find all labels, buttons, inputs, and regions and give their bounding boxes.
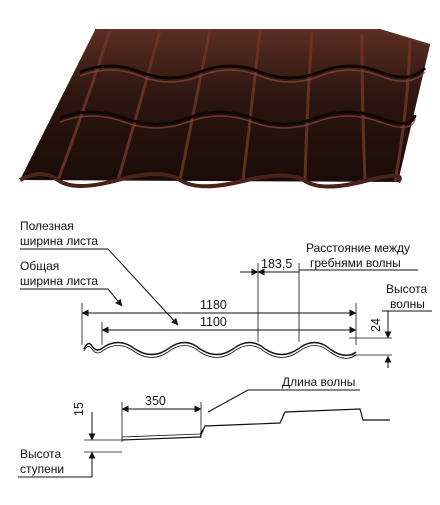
useful-width-leader bbox=[107, 248, 179, 326]
total-width-value: 1180 bbox=[200, 298, 227, 312]
wave-length-label: Длина волны bbox=[282, 375, 355, 389]
step-profile-section: 350 Длина волны 15 Высота ступени bbox=[18, 375, 390, 478]
crest-spacing-label-line1: Расстояние между bbox=[306, 241, 410, 255]
crest-spacing-label-line2: гребнями волны bbox=[310, 256, 401, 270]
step-height-value: 15 bbox=[72, 402, 86, 416]
total-width-label-line1: Общая bbox=[20, 259, 59, 273]
wave-height-value: 24 bbox=[369, 318, 383, 332]
wave-height-label-line2: волны bbox=[390, 297, 425, 311]
wave-length-value: 350 bbox=[145, 394, 166, 408]
wave-height-label-line1: Высота bbox=[386, 282, 428, 296]
profile-cross-section: Полезная ширина листа Общая ширина листа… bbox=[20, 219, 432, 368]
metal-tile-sheet-image bbox=[19, 29, 431, 189]
wave-length-leader bbox=[207, 389, 249, 413]
total-width-label-line2: ширина листа bbox=[20, 274, 98, 288]
useful-width-value: 1100 bbox=[200, 315, 227, 329]
total-width-leader bbox=[107, 288, 123, 307]
wave-profile-line bbox=[83, 341, 357, 357]
step-height-label-line1: Высота bbox=[20, 447, 62, 461]
step-height-label-line2: ступени bbox=[20, 462, 64, 476]
crest-spacing-value: 183,5 bbox=[261, 257, 292, 271]
useful-width-label-line2: ширина листа bbox=[20, 234, 98, 248]
useful-width-label-line1: Полезная bbox=[20, 219, 74, 233]
